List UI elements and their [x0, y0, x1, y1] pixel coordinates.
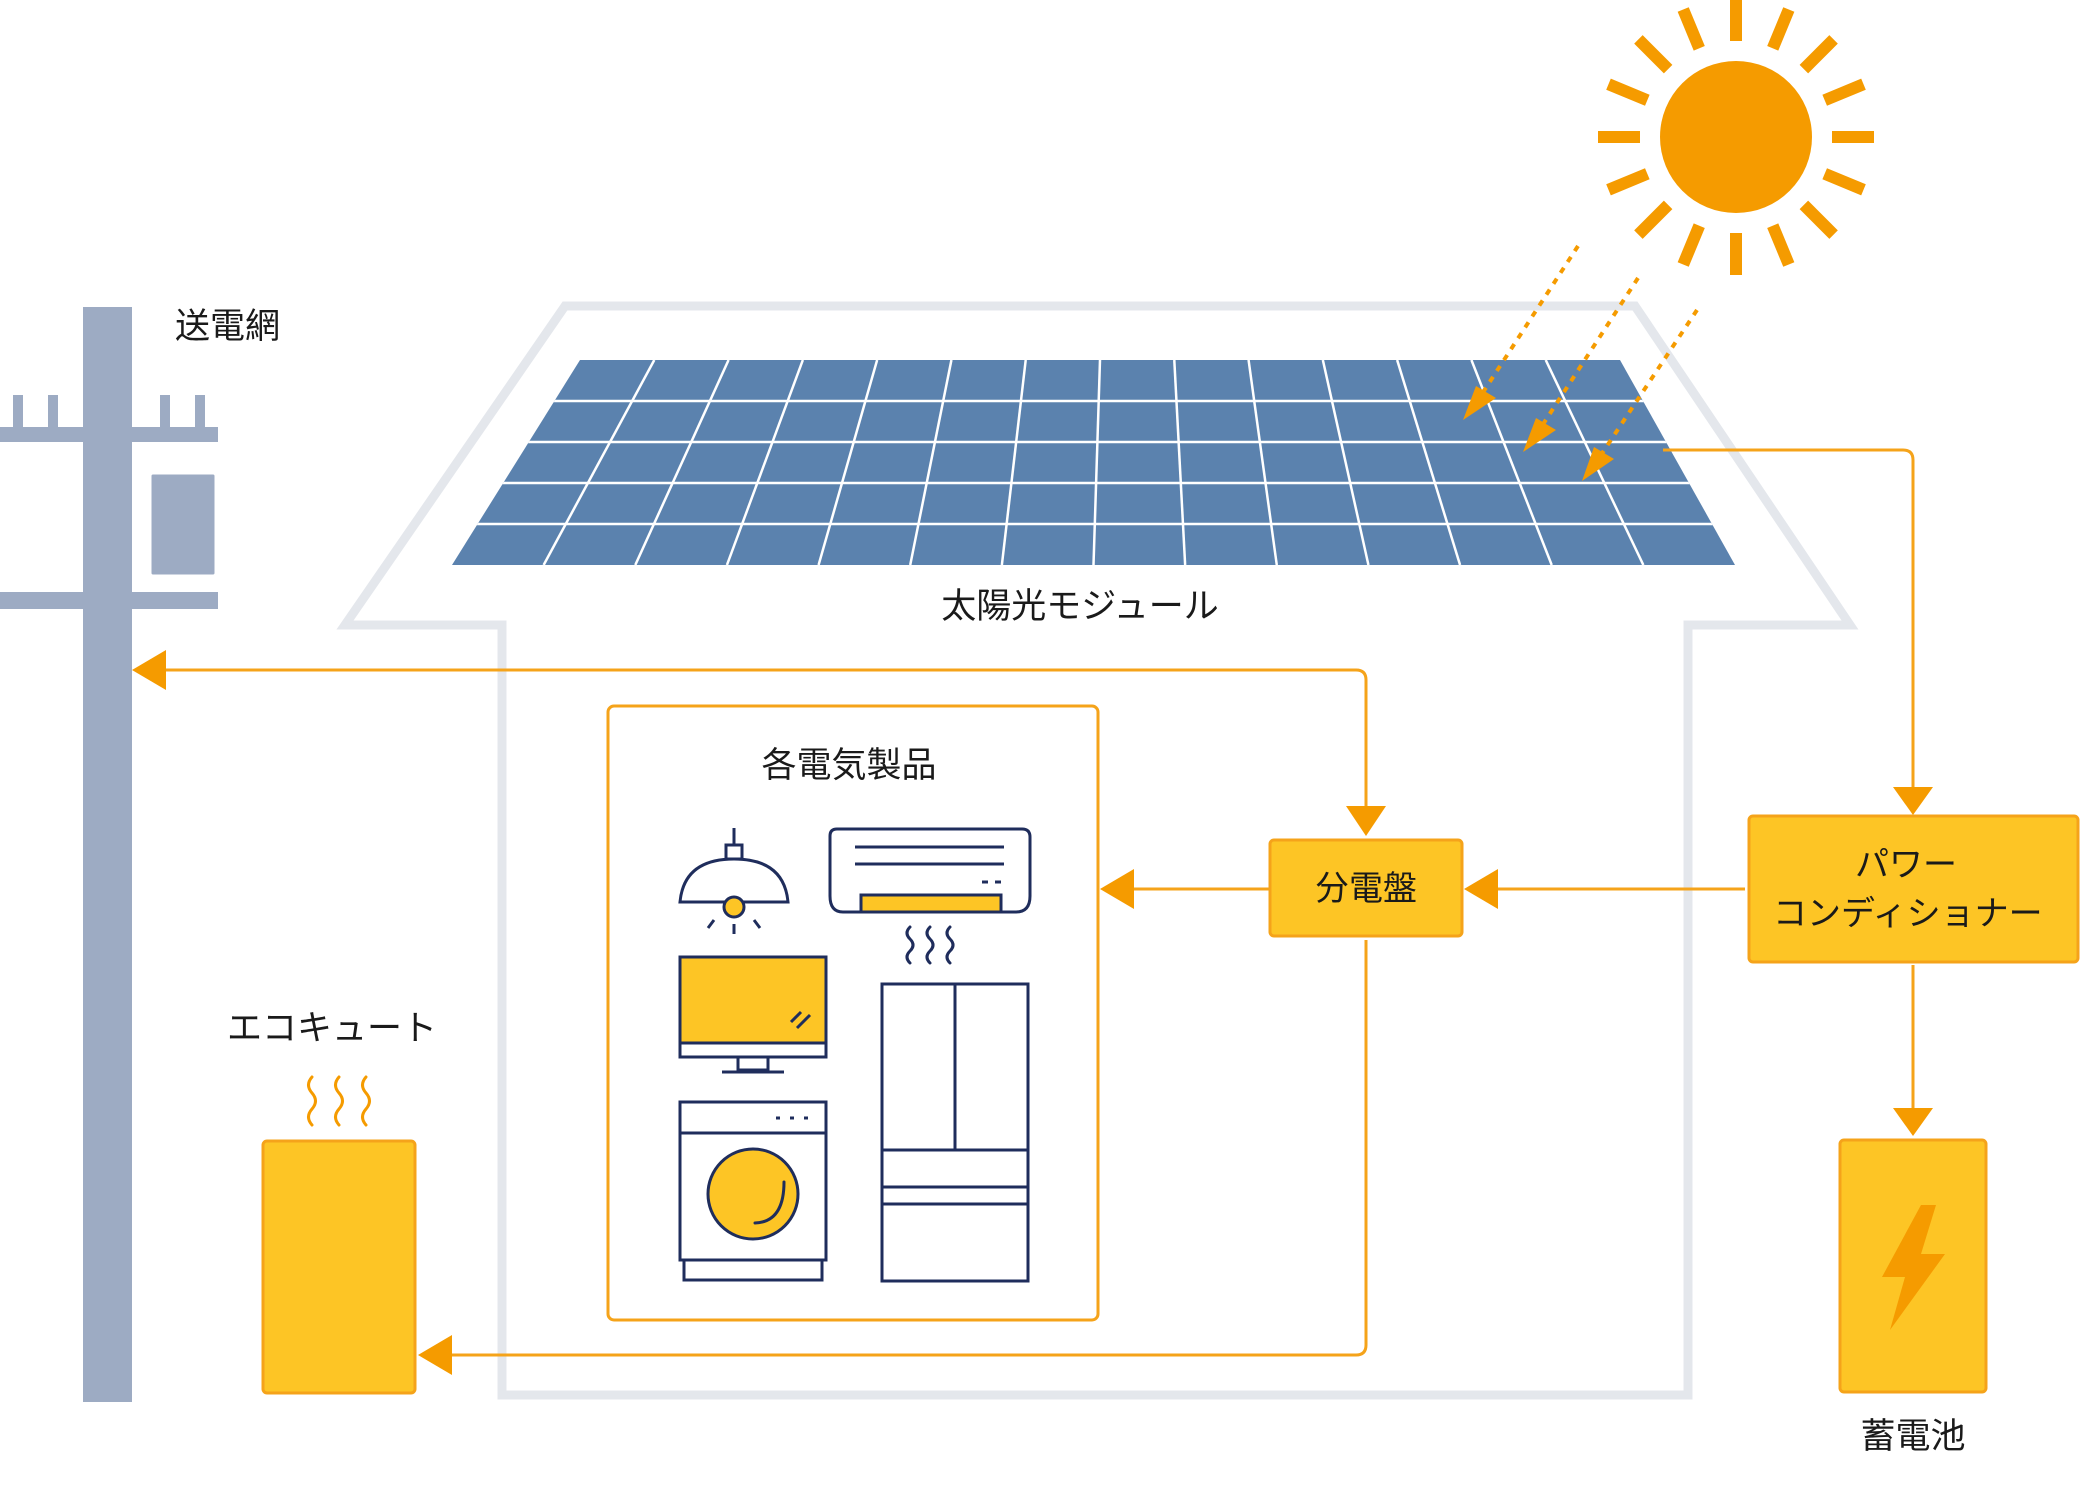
- panel-grid-line: [542, 360, 656, 565]
- sun-ray: [1799, 200, 1838, 239]
- panel-grid-line: [1173, 360, 1187, 565]
- sun-ray: [1767, 7, 1795, 51]
- sun-icon: [1598, 0, 1874, 275]
- battery-label: 蓄電池: [1860, 1417, 1965, 1457]
- panel-grid-line: [634, 360, 730, 565]
- sun-ray: [1677, 223, 1705, 267]
- refrigerator-icon: [880, 982, 1030, 1283]
- sun-ray: [1822, 78, 1866, 106]
- sun-ray: [1634, 200, 1673, 239]
- panel-grid-line: [1395, 360, 1462, 565]
- sun-ray: [1822, 168, 1866, 196]
- appliances-box: 各電気製品: [606, 704, 1100, 1322]
- power-conditioner: パワー コンディショナー: [1747, 814, 2080, 964]
- power-arrowheads: [132, 650, 1933, 1375]
- battery: [1838, 1138, 1988, 1394]
- panel-grid-line: [725, 360, 805, 565]
- pendant-lamp-icon: [678, 828, 790, 934]
- lightning-icon: [1882, 1205, 1945, 1330]
- sunlight-arrowheads: [1463, 386, 1614, 481]
- washing-machine-icon: [678, 1100, 828, 1282]
- power-conditioner-label-1: パワー: [1855, 845, 1957, 885]
- sun-ray: [1767, 223, 1795, 267]
- solar-panel: [452, 360, 1735, 565]
- air-conditioner-icon: [828, 827, 1032, 965]
- house-outline: [336, 301, 1859, 1400]
- panel-grid-line: [1092, 360, 1102, 565]
- panel-grid-line: [1321, 360, 1370, 565]
- sun-ray: [1606, 168, 1650, 196]
- sun-ray: [1677, 7, 1705, 51]
- power-lines: [162, 448, 1915, 1357]
- solar-module-label: 太陽光モジュール: [941, 587, 1219, 627]
- appliances-label: 各電気製品: [761, 746, 936, 786]
- television-icon: [678, 955, 828, 1074]
- sun-ray: [1634, 35, 1673, 74]
- grid-label: 送電網: [175, 307, 280, 347]
- ecocute-label: エコキュート: [227, 1009, 437, 1049]
- panel-grid-line: [1000, 360, 1027, 565]
- panel-grid-line: [908, 360, 953, 565]
- distribution-board-label: 分電盤: [1315, 869, 1417, 909]
- distribution-board: 分電盤: [1268, 838, 1464, 938]
- sun-ray: [1799, 35, 1838, 74]
- sun-ray: [1606, 78, 1650, 106]
- ecocute: [261, 1075, 417, 1395]
- steam-icon: [307, 1075, 371, 1127]
- panel-grid-line: [1247, 360, 1279, 565]
- utility-pole: [0, 307, 220, 1402]
- sunlight-rays: [1476, 244, 1699, 463]
- power-conditioner-label-2: コンディショナー: [1773, 894, 2043, 934]
- panel-grid-line: [817, 360, 879, 565]
